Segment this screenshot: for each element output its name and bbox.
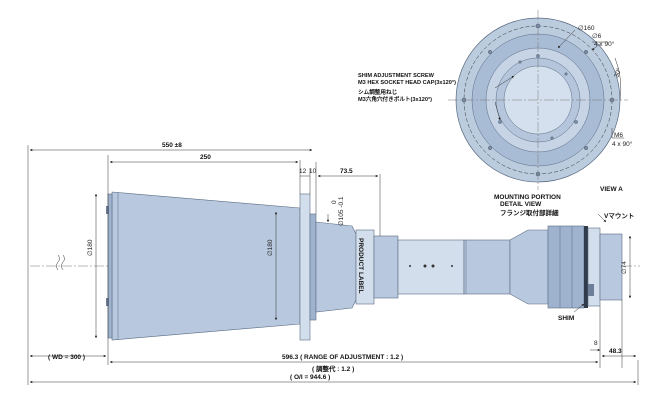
shim-note-en-1: SHIM ADJUSTMENT SCREW [358, 73, 435, 79]
product-label-text: PRODUCT LABEL [357, 238, 364, 294]
front-rim [107, 193, 113, 339]
flange-view-a [448, 10, 628, 190]
flange-boss [309, 213, 317, 321]
long-tube-1 [397, 239, 465, 295]
dim-10: 10 [309, 168, 317, 175]
dim-48-3: 48.3 [609, 348, 622, 355]
barrel-section [315, 221, 357, 313]
dimension-lines [27, 145, 639, 385]
dim-oi: ( O/I = 944.6 ) [290, 374, 330, 381]
flange-plate [299, 193, 311, 341]
shim-label: SHIM [558, 315, 574, 322]
mount-body [547, 225, 585, 309]
dim-range-jp: ( 調整代 : 1.2 ) [312, 364, 354, 373]
dim-dia-74: ∅74 [621, 261, 628, 274]
m6-label: M6 [614, 132, 623, 139]
long-tube-2 [463, 239, 511, 295]
shim-note-jp-1: シム調整用ねじ [358, 88, 398, 96]
detail-view-label: DETAIL VIEW [500, 201, 542, 208]
dim-wd: ( WD = 300 ) [48, 354, 85, 361]
shim-note-jp-2: M3六角穴付きボルト(3x120°) [358, 95, 432, 103]
flange-holes [461, 23, 615, 177]
mounting-jp-label: フランジ取付部詳細 [500, 208, 559, 217]
dim-550: 550 ±8 [162, 142, 182, 149]
dia-6-label: ∅6 [592, 33, 602, 40]
dim-12: 12 [299, 168, 307, 175]
mounting-portion-label: MOUNTING PORTION [494, 194, 561, 201]
tube-step [373, 235, 399, 299]
front-cone [111, 191, 301, 341]
mount-taper [509, 229, 549, 305]
dim-dia-105: ∅105 -0.1 [338, 196, 345, 226]
m6-qty-label: 4 x 90° [612, 140, 633, 148]
shim-note-en-2: M3 HEX SOCKET HEAD CAP(3x120°) [358, 80, 456, 86]
dim-0: 0 [331, 200, 338, 204]
shim-ring [584, 226, 588, 308]
dim-8: 8 [594, 340, 598, 347]
dia-160-label: ∅160 [578, 25, 595, 32]
dim-73-5: 73.5 [340, 168, 353, 175]
v-mount-spigot [599, 233, 623, 301]
lens-side-view [30, 191, 640, 341]
dim-dia-180-right: ∅180 [267, 239, 274, 256]
dim-dia-180-left: ∅180 [87, 239, 94, 256]
v-mount-label: Vマウント [604, 212, 634, 220]
angle-30-label: 30° [612, 66, 623, 78]
dim-250: 250 [200, 154, 211, 161]
dia-6-qty-label: 4 x 90° [594, 40, 615, 48]
dim-range: 596.3 ( RANGE OF ADJUSTMENT : 1.2 ) [282, 354, 403, 361]
view-a-label: VIEW A [600, 186, 623, 193]
